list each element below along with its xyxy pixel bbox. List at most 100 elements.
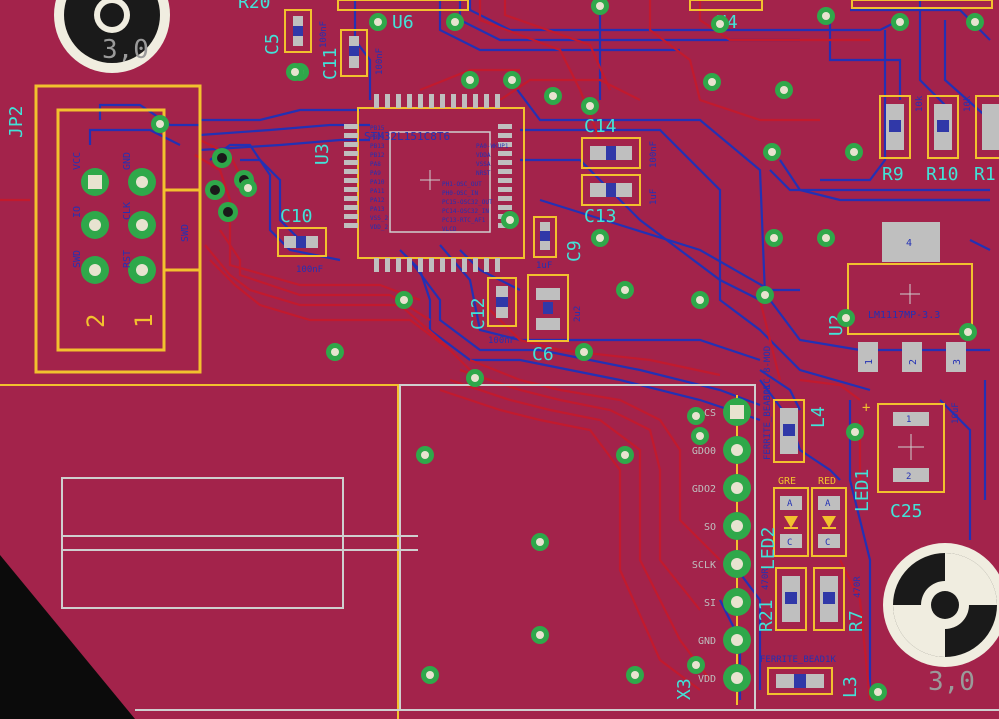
mcu-pad-right xyxy=(498,169,512,174)
mcu-pad-bottom xyxy=(418,258,423,272)
mcu-left-pin-label: PB12 xyxy=(370,152,385,159)
r7-ref-label: R7 xyxy=(846,610,867,632)
c5-value-label: 100nF xyxy=(319,21,329,48)
mcu-right-pin-label: VLCD xyxy=(442,226,457,233)
via xyxy=(817,229,835,247)
mcu-pad-bottom xyxy=(473,258,478,272)
mcu-pad-bottom xyxy=(451,258,456,272)
c13-ref-label: C13 xyxy=(584,206,617,227)
via xyxy=(575,343,593,361)
mcu-pad-left xyxy=(344,214,358,219)
x3-pin-label: SI xyxy=(704,598,716,609)
jp2-pin-rst-label: RST xyxy=(122,250,133,268)
via xyxy=(581,97,599,115)
x3-ref-label: X3 xyxy=(674,678,695,700)
mcu-pad-right xyxy=(498,178,512,183)
mcu-pad-top xyxy=(495,94,500,108)
led1-pad-c-label: C xyxy=(825,538,830,548)
mcu-pad-bottom xyxy=(462,258,467,272)
mcu-pad-bottom xyxy=(495,258,500,272)
mcu-pad-right xyxy=(498,196,512,201)
x3-pin-label: SO xyxy=(704,522,716,533)
r20-ref-label: R20 xyxy=(238,0,271,13)
mcu-pad-top xyxy=(451,94,456,108)
jp2-pin-gnd-label: GND xyxy=(122,152,133,170)
mcu-right-pin-label: PA0-WKUP1 xyxy=(476,143,509,150)
via xyxy=(837,309,855,327)
jp2-header: VCC GND IO CLK SWD RST SWD 2 1 JP2 xyxy=(6,84,202,374)
via xyxy=(687,656,705,674)
mcu-pad-left xyxy=(344,223,358,228)
jp2-pin-clk-label: CLK xyxy=(122,202,133,220)
r7-value-label: 470R xyxy=(853,576,863,598)
via xyxy=(395,291,413,309)
mcu-right-pin-label: VDDA xyxy=(476,152,491,159)
mcu-right-pin-labels: PA0-WKUP1VDDAVSSANRSTPH1-OSC_OUTPH0-OSC_… xyxy=(442,143,509,233)
via xyxy=(846,423,864,441)
mcu-pad-right xyxy=(498,205,512,210)
mcu-right-pin-label: PH0-OSC_IN xyxy=(442,190,479,197)
x3-pin: SCLK xyxy=(692,550,751,578)
mcu-pad-right xyxy=(498,187,512,192)
jp2-pin-number-1: 1 xyxy=(130,314,158,328)
via xyxy=(775,81,793,99)
x3-pin: GDO2 xyxy=(692,474,751,502)
c6-value-label: 2u2 xyxy=(573,306,583,322)
c12-value-label: 100nF xyxy=(488,336,515,346)
c12-ref-label: C12 xyxy=(468,297,489,330)
top-layer-traces xyxy=(0,0,872,701)
c10-value-label: 100nF xyxy=(296,265,323,275)
via xyxy=(416,446,434,464)
c11-value-label: 100nF xyxy=(375,48,385,75)
l4-ref-label: L4 xyxy=(808,406,829,428)
mcu-pad-left xyxy=(344,151,358,156)
u2-pin1-label: 1 xyxy=(864,359,875,365)
u6-note-label: SOIC-8-MOD xyxy=(763,346,773,400)
l3-ref-label: L3 xyxy=(840,676,861,698)
mcu-right-pin-label: PH1-OSC_OUT xyxy=(442,181,482,188)
via xyxy=(461,71,479,89)
r9-ref-label: R9 xyxy=(882,164,904,185)
mcu-left-pin-label: PA13 xyxy=(370,206,385,213)
cap-c14: C14 100nF xyxy=(581,116,659,169)
res-r10: R10 10k xyxy=(926,95,973,185)
mcu-pad-bottom xyxy=(385,258,390,272)
via xyxy=(626,666,644,684)
mcu-pad-bottom xyxy=(407,258,412,272)
r-edge-ref-label: R1 xyxy=(974,164,996,185)
mcu-left-pin-label: PB15 xyxy=(370,125,385,132)
x3-pin: SO xyxy=(704,512,751,540)
jp2-side-label: SWD xyxy=(180,224,191,242)
cap-c12: C12 100nF xyxy=(468,277,517,346)
c25-pad2-label: 2 xyxy=(906,472,911,482)
mcu-pad-right xyxy=(498,133,512,138)
c6-ref-label: C6 xyxy=(532,344,554,365)
ferrite-l3: FERRITE_BEAD1K L3 xyxy=(760,655,861,698)
r9-value-label: 10k xyxy=(915,95,925,112)
mcu-right-pin-label: NRST xyxy=(476,170,491,177)
mcu-pad-left xyxy=(344,133,358,138)
r10-ref-label: R10 xyxy=(926,164,959,185)
via xyxy=(369,13,387,31)
via xyxy=(763,143,781,161)
mcu-pad-top xyxy=(484,94,489,108)
mcu-pad-left xyxy=(344,205,358,210)
mcu-right-pin-label: PC14-OSC32_IN xyxy=(442,208,489,215)
c9-ref-label: C9 xyxy=(564,240,585,262)
jp2-pin-io-label: IO xyxy=(72,206,83,218)
mcu-pad-left xyxy=(344,187,358,192)
regulator-u2: 4 1 2 3 LM1117MP-3.3 U2 xyxy=(826,222,973,372)
led2-pad-a-label: A xyxy=(787,499,793,509)
led-led2: A C GRE LED2 xyxy=(758,476,809,570)
mounting-hole-label-bottom: 3,0 xyxy=(928,667,975,697)
l4-value-label: FERRITE_BEAD1K xyxy=(763,384,773,460)
mcu-pad-right xyxy=(498,151,512,156)
via xyxy=(544,87,562,105)
stitching-vias xyxy=(151,0,984,701)
mcu-pad-left xyxy=(344,142,358,147)
c25-plus-mark: + xyxy=(862,400,870,416)
via xyxy=(503,71,521,89)
